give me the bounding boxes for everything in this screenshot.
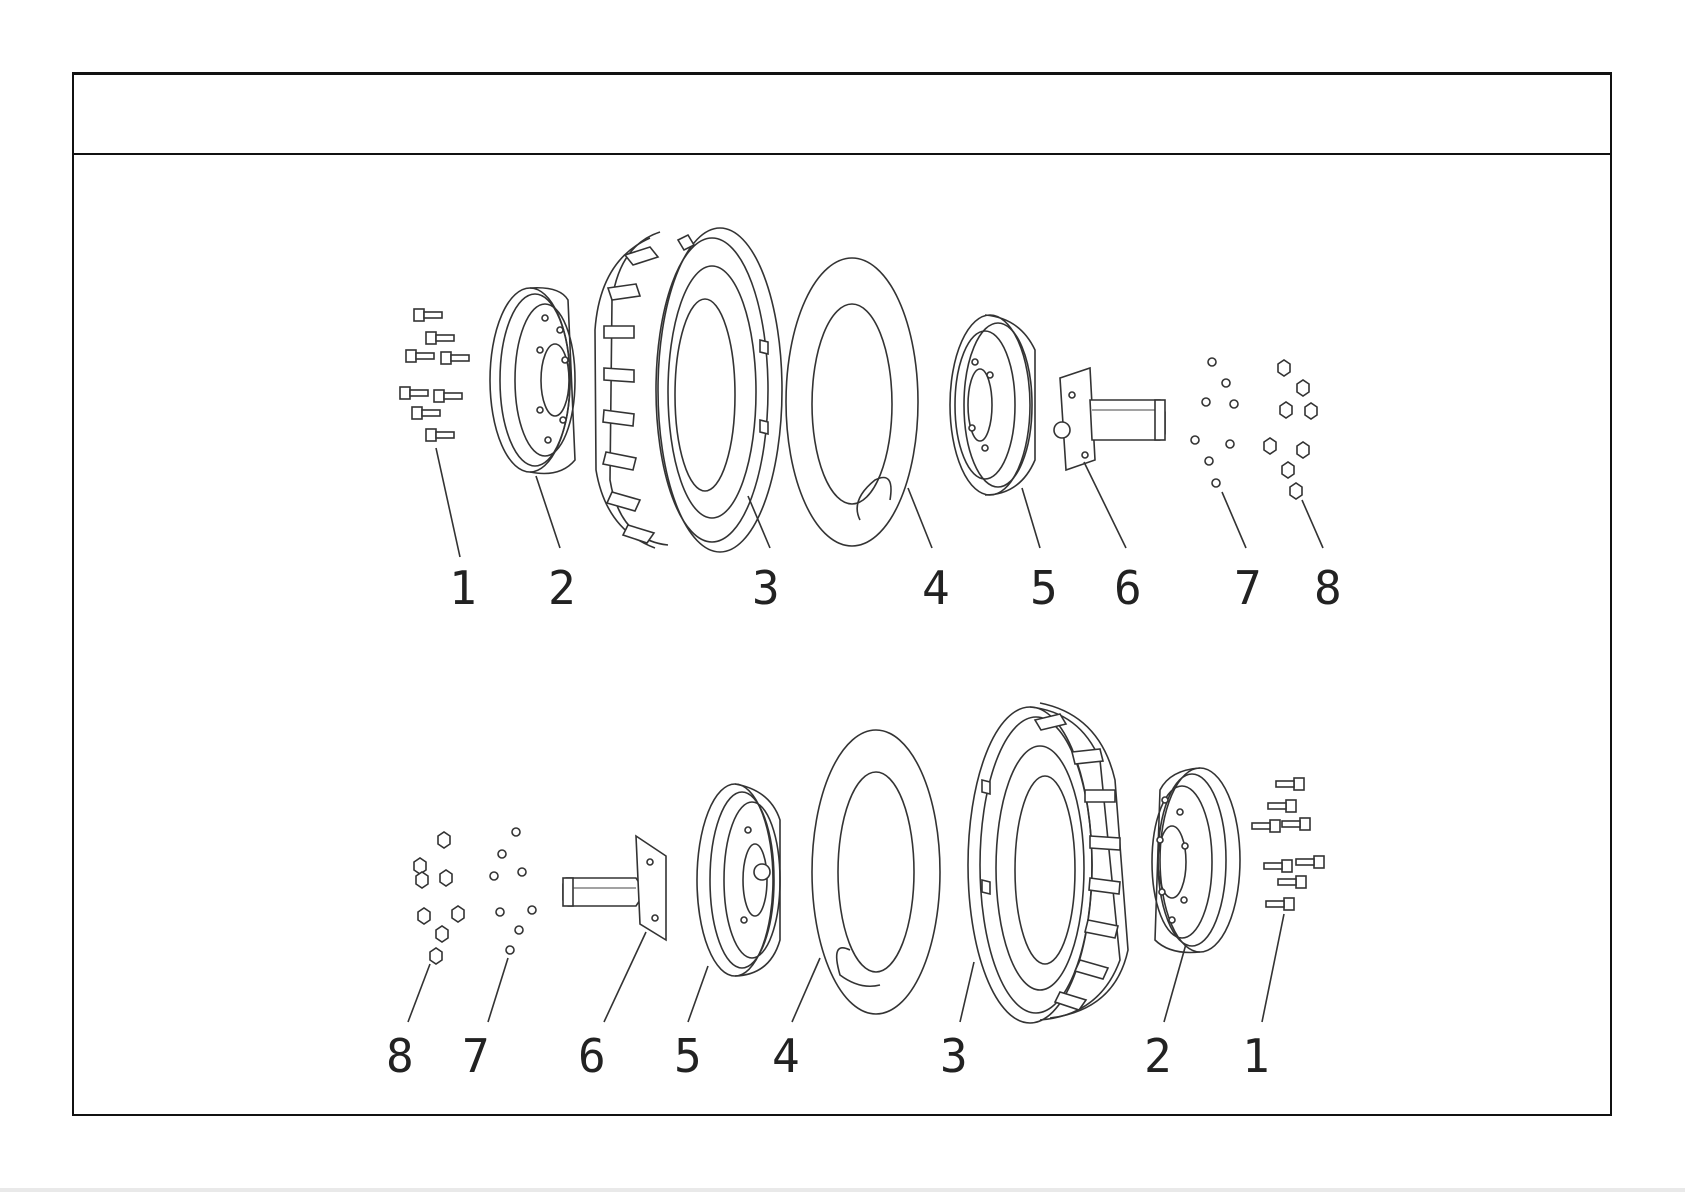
bottom-label-3: 3 [940,1029,968,1083]
top-label-4: 4 [922,561,950,615]
rim-half-part-2 [490,288,575,474]
top-assembly: 1 2 3 4 5 6 7 8 [400,228,1342,615]
top-label-1: 1 [449,561,477,615]
bottom-label-6: 6 [578,1029,606,1083]
rim-half-part-2-bottom [1152,768,1240,953]
inner-tube-part-4 [786,258,918,546]
washers-part-7 [1191,358,1238,487]
hub-flange-part-6-bottom [563,836,666,940]
top-label-6: 6 [1114,561,1142,615]
bottom-label-5: 5 [674,1029,702,1083]
tyre-part-3 [595,228,782,552]
bolts-part-1 [400,309,469,441]
nuts-part-8-bottom [414,832,464,964]
top-label-7: 7 [1234,561,1262,615]
bolts-part-1-bottom [1252,778,1324,910]
rim-half-part-5 [950,315,1035,495]
bottom-label-2: 2 [1144,1029,1172,1083]
nuts-part-8 [1264,360,1317,499]
bottom-label-4: 4 [772,1029,800,1083]
inner-tube-part-4-bottom [812,730,940,1014]
top-label-5: 5 [1030,561,1058,615]
top-label-3: 3 [752,561,780,615]
bottom-assembly: 8 7 6 5 4 3 2 1 [386,703,1324,1083]
tyre-part-3-bottom [968,703,1128,1023]
washers-part-7-bottom [490,828,536,954]
top-label-2: 2 [548,561,576,615]
rim-half-part-5-bottom [697,784,780,976]
hub-flange-part-6 [1054,368,1165,470]
bottom-label-1: 1 [1242,1029,1270,1083]
bottom-label-8: 8 [386,1029,414,1083]
top-label-8: 8 [1314,561,1342,615]
bottom-label-7: 7 [462,1029,490,1083]
